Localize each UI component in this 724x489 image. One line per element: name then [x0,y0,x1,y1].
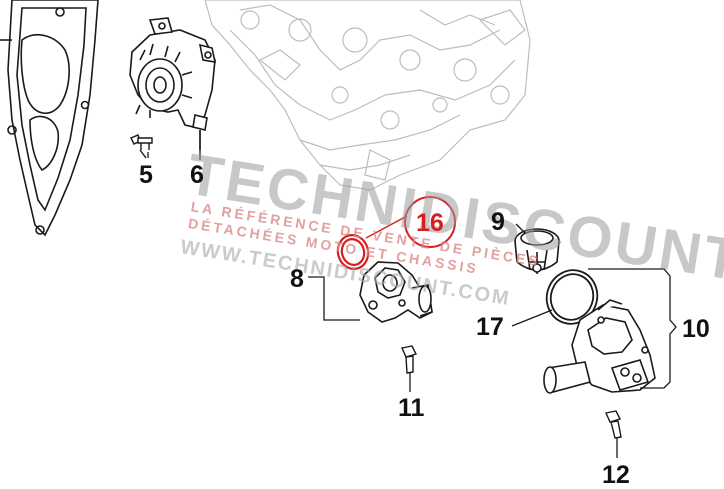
watermark: TECHNIDISCOUNT LA RÉFÉRENCE DE VENTE DE … [179,142,724,310]
callout-numbers: 5 6 8 9 10 11 12 16 17 [139,161,710,489]
engine-block-ghost [204,0,531,191]
bolt-5 [130,134,153,159]
o-ring-17 [545,269,599,325]
callout-17: 17 [476,313,504,341]
o-ring-16 [336,234,370,270]
callout-16: 16 [416,209,444,237]
callout-12: 12 [602,461,630,489]
callout-9: 9 [491,208,505,236]
water-outlet-housing [359,261,433,323]
bolt-11 [401,345,417,374]
bolt-12 [605,410,622,439]
callout-5: 5 [139,161,153,189]
callout-8: 8 [290,265,304,293]
callout-11: 11 [398,394,425,422]
callout-6: 6 [190,161,204,189]
thermostat-housing [543,299,656,394]
leader-lines [147,130,677,458]
callout-16-circle [404,196,456,248]
thermostat [514,228,560,274]
leader-16 [365,215,408,239]
timing-cover-gasket [0,0,99,237]
water-pump [129,17,217,150]
callout-10: 10 [682,315,710,343]
